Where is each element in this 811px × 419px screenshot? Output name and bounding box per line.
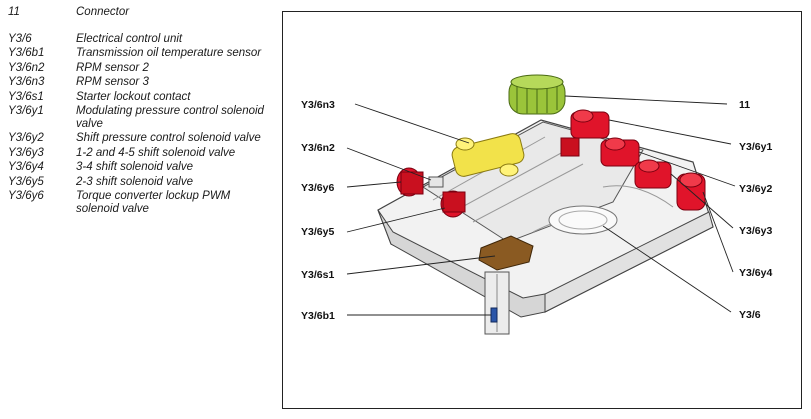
legend-code: Y3/6y5 bbox=[8, 175, 44, 188]
legend-row: Y3/6y1 Modulating pressure control solen… bbox=[8, 105, 270, 130]
legend-desc: 1-2 and 4-5 shift solenoid valve bbox=[76, 146, 236, 159]
label-y3-6b1: Y3/6b1 bbox=[301, 310, 335, 322]
legend-row: Y3/6n3 RPM sensor 3 bbox=[8, 76, 270, 89]
legend-code: Y3/6y2 bbox=[8, 132, 44, 144]
legend-row: Y3/6s1 Starter lockout contact bbox=[8, 91, 270, 104]
legend-code: Y3/6y4 bbox=[8, 161, 44, 173]
valve-body-pocket-inner bbox=[558, 210, 608, 230]
legend-code: 11 bbox=[8, 6, 20, 18]
label-y3-6y6: Y3/6y6 bbox=[301, 182, 334, 194]
valve-body-pocket bbox=[548, 205, 618, 235]
legend-row: Y3/6y4 3-4 shift solenoid valve bbox=[8, 161, 270, 174]
solenoid-y2 bbox=[600, 137, 640, 167]
legend-row: Y3/6b1 Transmission oil temperature sens… bbox=[8, 47, 270, 60]
legend-desc: 3-4 shift solenoid valve bbox=[76, 161, 193, 173]
label-y3-6y4: Y3/6y4 bbox=[739, 267, 772, 279]
connector-11 bbox=[508, 74, 566, 115]
solenoid-y3 bbox=[634, 159, 672, 189]
label-y3-6n2: Y3/6n2 bbox=[301, 142, 335, 154]
legend-row: Y3/6y3 1-2 and 4-5 shift solenoid valve bbox=[8, 147, 270, 160]
legend-row: Y3/6 Electrical control unit bbox=[8, 33, 270, 46]
legend-code: Y3/6b1 bbox=[8, 47, 45, 59]
legend-desc: Electrical control unit bbox=[76, 32, 183, 45]
starter-lockout-contact bbox=[478, 235, 534, 271]
legend-code: Y3/6y1 bbox=[8, 105, 44, 117]
legend-code: Y3/6y3 bbox=[8, 146, 44, 159]
legend-row: Y3/6y5 2-3 shift solenoid valve bbox=[8, 176, 270, 189]
rpm-sensor-3 bbox=[451, 133, 525, 177]
label-y3-6: Y3/6 bbox=[739, 309, 761, 321]
legend-desc: Connector bbox=[76, 6, 130, 18]
label-y3-6s1: Y3/6s1 bbox=[301, 269, 334, 281]
legend-code: Y3/6s1 bbox=[8, 90, 44, 103]
legend-row: Y3/6y2 Shift pressure control solenoid v… bbox=[8, 132, 270, 145]
label-y3-6y2: Y3/6y2 bbox=[739, 183, 772, 195]
legend-row: Y3/6n2 RPM sensor 2 bbox=[8, 62, 270, 75]
legend-desc: Transmission oil temperature sensor bbox=[76, 47, 262, 59]
label-y3-6y3: Y3/6y3 bbox=[739, 225, 772, 237]
solenoid-y1 bbox=[560, 109, 610, 157]
legend: 11 Connector Y3/6 Electrical control uni… bbox=[8, 6, 270, 217]
legend-desc: Starter lockout contact bbox=[76, 90, 191, 103]
legend-desc: RPM sensor 2 bbox=[76, 61, 149, 74]
legend-desc: Shift pressure control solenoid valve bbox=[76, 132, 261, 144]
valve-body-right-edge bbox=[544, 211, 714, 313]
valve-body-housing bbox=[422, 121, 644, 243]
rpm-sensor-2 bbox=[428, 176, 444, 188]
diagram-frame: Y3/6n3 Y3/6n2 Y3/6y6 Y3/6y5 Y3/6s1 Y3/6b… bbox=[282, 11, 802, 409]
legend-code: Y3/6 bbox=[8, 32, 32, 45]
legend-row: Y3/6y6 Torque converter lockup PWM solen… bbox=[8, 190, 270, 215]
legend-code: Y3/6n3 bbox=[8, 76, 45, 88]
temperature-sensor bbox=[490, 307, 498, 323]
legend-code: Y3/6y6 bbox=[8, 190, 44, 202]
label-y3-6n3: Y3/6n3 bbox=[301, 99, 335, 111]
label-y3-6y5: Y3/6y5 bbox=[301, 226, 334, 238]
solenoid-y5 bbox=[440, 190, 466, 218]
solenoid-y6 bbox=[396, 167, 424, 197]
label-y3-6y1: Y3/6y1 bbox=[739, 141, 772, 153]
legend-desc: Torque converter lockup PWM solenoid val… bbox=[76, 190, 231, 215]
leader-lines bbox=[346, 95, 736, 316]
legend-code: Y3/6n2 bbox=[8, 61, 45, 74]
valve-body-diagram: Y3/6n3 Y3/6n2 Y3/6y6 Y3/6y5 Y3/6s1 Y3/6b… bbox=[301, 74, 772, 335]
legend-desc: 2-3 shift solenoid valve bbox=[76, 175, 193, 188]
label-11: 11 bbox=[739, 99, 750, 111]
legend-row: 11 Connector bbox=[8, 6, 270, 19]
legend-desc: RPM sensor 3 bbox=[76, 76, 149, 88]
legend-desc: Modulating pressure control solenoid val… bbox=[76, 105, 264, 130]
